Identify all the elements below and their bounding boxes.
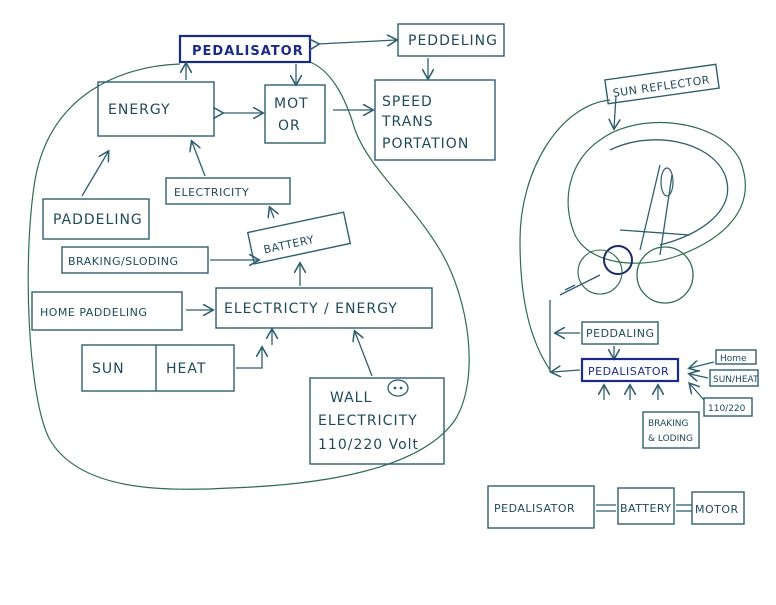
right-pedalisator-node: PEDALISATOR	[582, 359, 678, 381]
wall-label-2: ELECTRICITY	[318, 413, 418, 429]
bottom-equals-2	[676, 505, 692, 511]
wall-label-1: WALL	[330, 390, 372, 406]
top-peddeling-label: PEDDELING	[408, 33, 498, 49]
right-pedalisator-label: PEDALISATOR	[588, 365, 669, 378]
energy-label: ENERGY	[108, 102, 171, 118]
arrow-home-pedalisator	[690, 362, 714, 368]
right-braking-node: BRAKING & LODING	[643, 412, 699, 448]
sun-heat-node: SUN HEAT	[82, 345, 234, 391]
sun-label: SUN	[92, 361, 125, 377]
braking-node: BRAKING/SLODING	[62, 247, 208, 273]
arrow-sun-pedalisator	[690, 374, 708, 378]
bottom-motor-node: MOTOR	[692, 492, 744, 524]
motor-node: MOT OR	[265, 85, 325, 143]
electricity-energy-label: ELECTRICTY / ENERGY	[224, 301, 398, 317]
right-voltage-label: 110/220	[708, 404, 746, 414]
arrow-paddeling-energy	[82, 152, 108, 196]
bottom-battery-node: BATTERY	[618, 488, 674, 524]
right-peddaling-label: PEDDALING	[586, 327, 654, 340]
right-peddaling-node: PEDDALING	[582, 322, 658, 344]
right-home-label: Home	[720, 354, 747, 364]
right-voltage-node: 110/220	[704, 398, 752, 416]
electricity-energy-node: ELECTRICTY / ENERGY	[216, 288, 432, 328]
arrow-pedalisator-left	[552, 370, 580, 372]
arrow-wall-energy	[355, 332, 372, 376]
top-pedalisator-node: PEDALISATOR	[180, 36, 310, 62]
home-paddeling-node: HOME PADDELING	[32, 292, 182, 330]
speed-label-3: PORTATION	[382, 136, 469, 152]
energy-node: ENERGY	[98, 82, 214, 136]
top-pedalisator-label: PEDALISATOR	[192, 44, 304, 59]
bottom-battery-label: BATTERY	[620, 502, 672, 515]
arrow-battery-electricity	[270, 208, 274, 218]
right-sun-heat-node: SUN/HEAT	[710, 370, 759, 386]
braking-label: BRAKING/SLODING	[68, 255, 179, 268]
arrow-voltage-pedalisator	[690, 384, 704, 400]
motor-label-2: OR	[278, 118, 301, 134]
right-sun-heat-label: SUN/HEAT	[713, 375, 759, 385]
sun-reflector-node: SUN REFLECTOR	[605, 64, 719, 103]
right-home-node: Home	[716, 350, 756, 364]
speed-label-1: SPEED	[382, 94, 433, 110]
wall-label-3: 110/220 Volt	[318, 437, 419, 453]
right-braking-label-1: BRAKING	[648, 419, 689, 429]
wall-node: WALL ELECTRICITY 110/220 Volt	[310, 378, 444, 464]
speed-label-2: TRANS	[381, 114, 434, 130]
electricity-node: ELECTRICITY	[166, 178, 290, 204]
vehicle-sketch	[560, 123, 745, 303]
bottom-pedalisator-label: PEDALISATOR	[494, 502, 575, 515]
battery-node: BATTERY	[248, 212, 351, 264]
speed-node: SPEED TRANS PORTATION	[375, 80, 495, 160]
plug-icon	[388, 380, 408, 396]
motor-label-1: MOT	[274, 96, 309, 112]
bottom-equals-1	[596, 505, 616, 511]
arrow-sun-electricity	[236, 348, 262, 368]
bottom-motor-label: MOTOR	[695, 503, 739, 516]
arrow-pedalisator-peddeling	[318, 40, 396, 44]
electricity-label: ELECTRICITY	[174, 186, 249, 199]
paddeling-node: PADDELING	[43, 199, 149, 239]
top-peddeling-node: PEDDELING	[398, 24, 504, 56]
bottom-pedalisator-node: PEDALISATOR	[488, 486, 594, 528]
arrow-electricity-energy	[192, 142, 205, 176]
arrow-reflector	[614, 96, 616, 128]
heat-label: HEAT	[166, 361, 206, 377]
home-paddeling-label: HOME PADDELING	[40, 306, 147, 319]
right-braking-label-2: & LODING	[648, 434, 693, 444]
paddeling-label: PADDELING	[53, 212, 143, 228]
